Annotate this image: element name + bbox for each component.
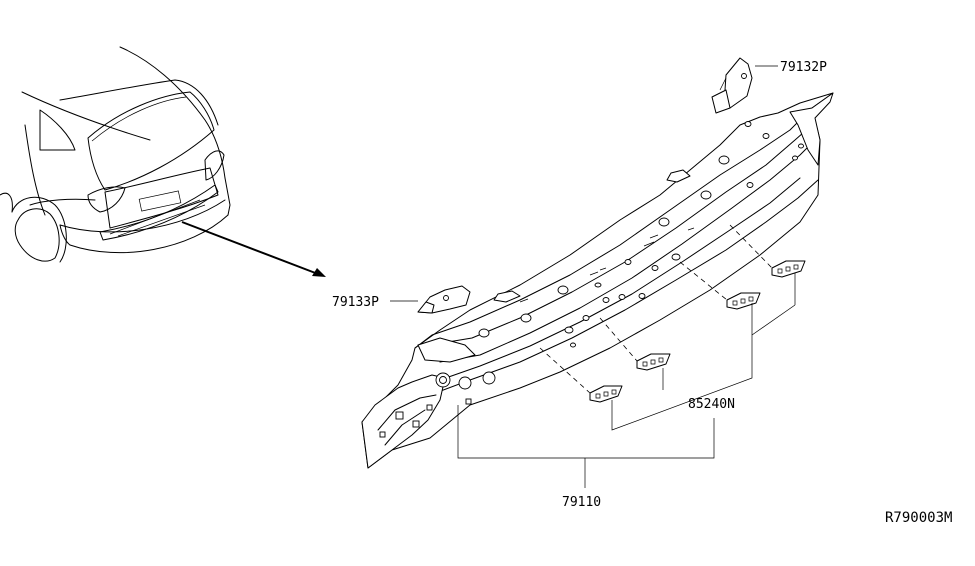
clip-2 bbox=[636, 353, 671, 371]
vehicle-rear-illustration bbox=[0, 46, 231, 263]
bracket-79133p bbox=[390, 285, 471, 314]
panel-holes bbox=[379, 121, 804, 438]
clip-3 bbox=[726, 292, 761, 310]
label-79133p: 79133P bbox=[332, 295, 379, 310]
rear-panel-assembly bbox=[361, 92, 834, 469]
leader-lines bbox=[457, 273, 796, 488]
pointer-arrow bbox=[181, 221, 326, 277]
part-labels: 79132P 79133P 85240N 79110 R790003M bbox=[332, 60, 952, 526]
diagram-code: R790003M bbox=[885, 510, 952, 526]
projection-lines bbox=[539, 224, 773, 394]
label-79132p: 79132P bbox=[780, 60, 827, 75]
clip-4 bbox=[771, 260, 806, 278]
clips-85240n bbox=[589, 260, 806, 403]
clip-1 bbox=[589, 385, 623, 403]
bracket-79132p bbox=[711, 57, 778, 114]
label-85240n: 85240N bbox=[688, 397, 735, 412]
label-79110: 79110 bbox=[562, 495, 601, 510]
